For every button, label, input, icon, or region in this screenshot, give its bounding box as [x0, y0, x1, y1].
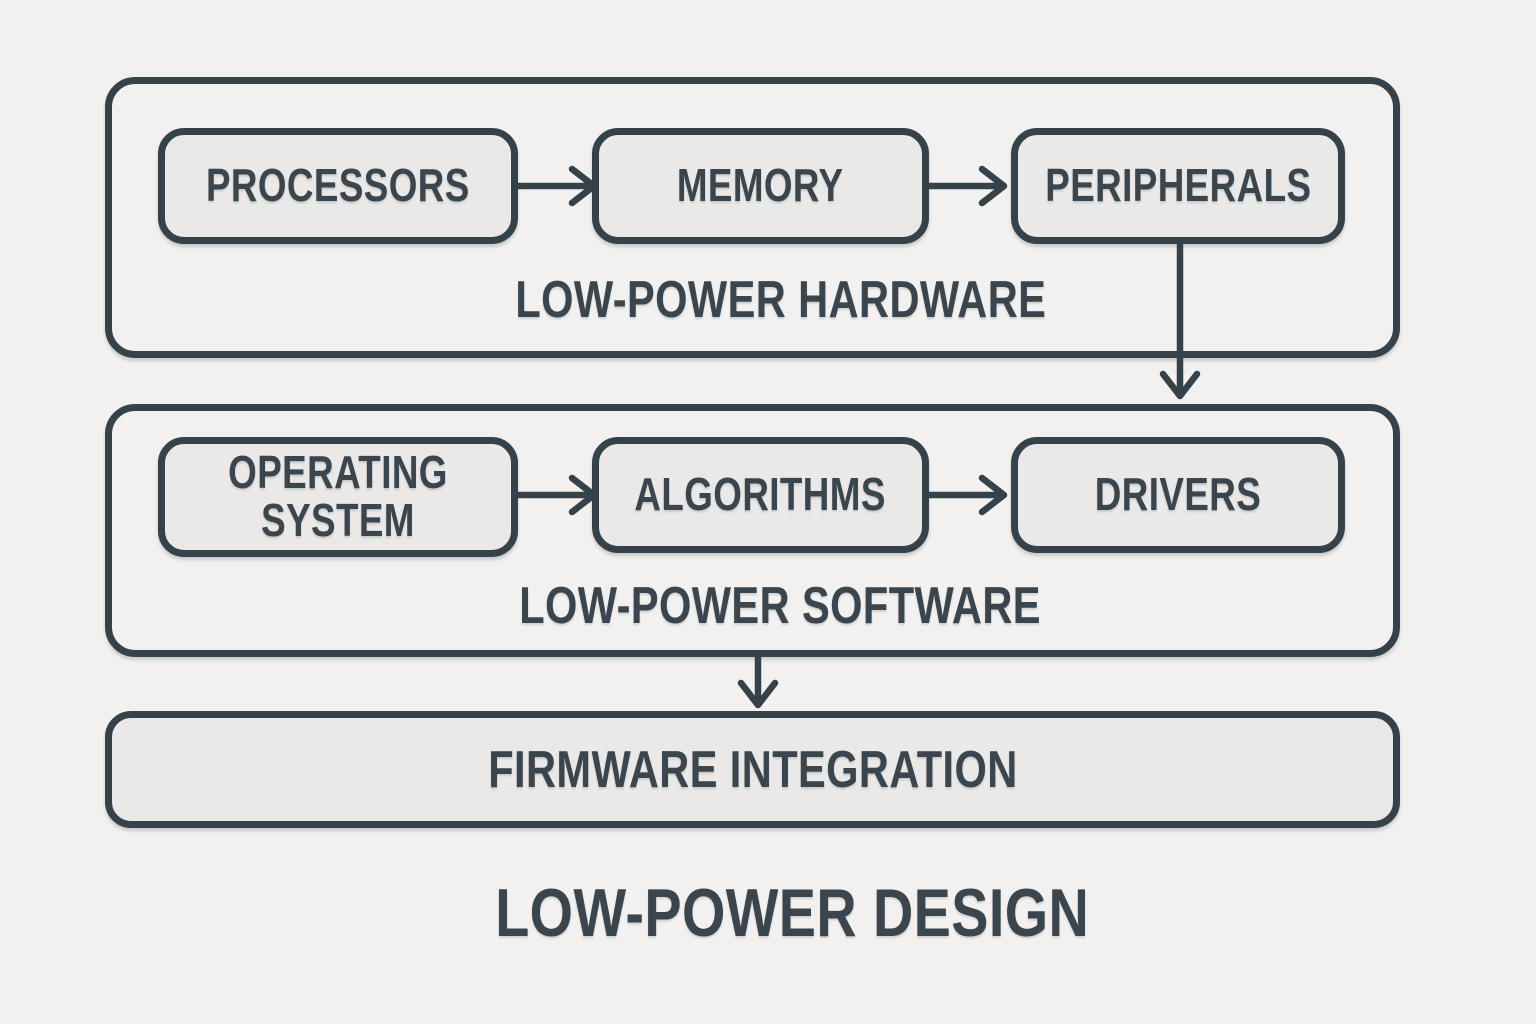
- software-group-container: [105, 404, 1400, 657]
- arrow-down-icon: [737, 651, 779, 709]
- node-peripherals: PERIPHERALS: [1011, 128, 1345, 244]
- node-processors: PROCESSORS: [158, 128, 518, 244]
- arrow-right-icon: [514, 165, 598, 207]
- node-algorithms-label: ALGORITHMS: [634, 468, 887, 521]
- node-processors-label: PROCESSORS: [206, 159, 470, 212]
- page-title: LOW-POWER DESIGN: [494, 875, 1089, 951]
- software-group-label: LOW-POWER SOFTWARE: [519, 577, 1042, 635]
- arrow-right-icon: [924, 165, 1008, 207]
- firmware-integration-label: FIRMWARE INTEGRATION: [487, 740, 1018, 799]
- hardware-group-container: [105, 77, 1400, 358]
- firmware-integration-bar: FIRMWARE INTEGRATION: [105, 711, 1400, 828]
- node-drivers-label: DRIVERS: [1094, 468, 1262, 521]
- node-peripherals-label: PERIPHERALS: [1044, 159, 1312, 212]
- arrow-down-icon: [1159, 240, 1201, 400]
- node-drivers: DRIVERS: [1011, 437, 1345, 553]
- node-operating-system: OPERATING SYSTEM: [158, 437, 518, 557]
- node-operating-system-label: OPERATING SYSTEM: [228, 446, 448, 546]
- node-memory-label: MEMORY: [677, 159, 844, 212]
- node-memory: MEMORY: [592, 128, 929, 244]
- arrow-right-icon: [514, 474, 598, 516]
- arrow-right-icon: [924, 474, 1008, 516]
- hardware-group-label: LOW-POWER HARDWARE: [515, 271, 1046, 329]
- node-algorithms: ALGORITHMS: [592, 437, 929, 553]
